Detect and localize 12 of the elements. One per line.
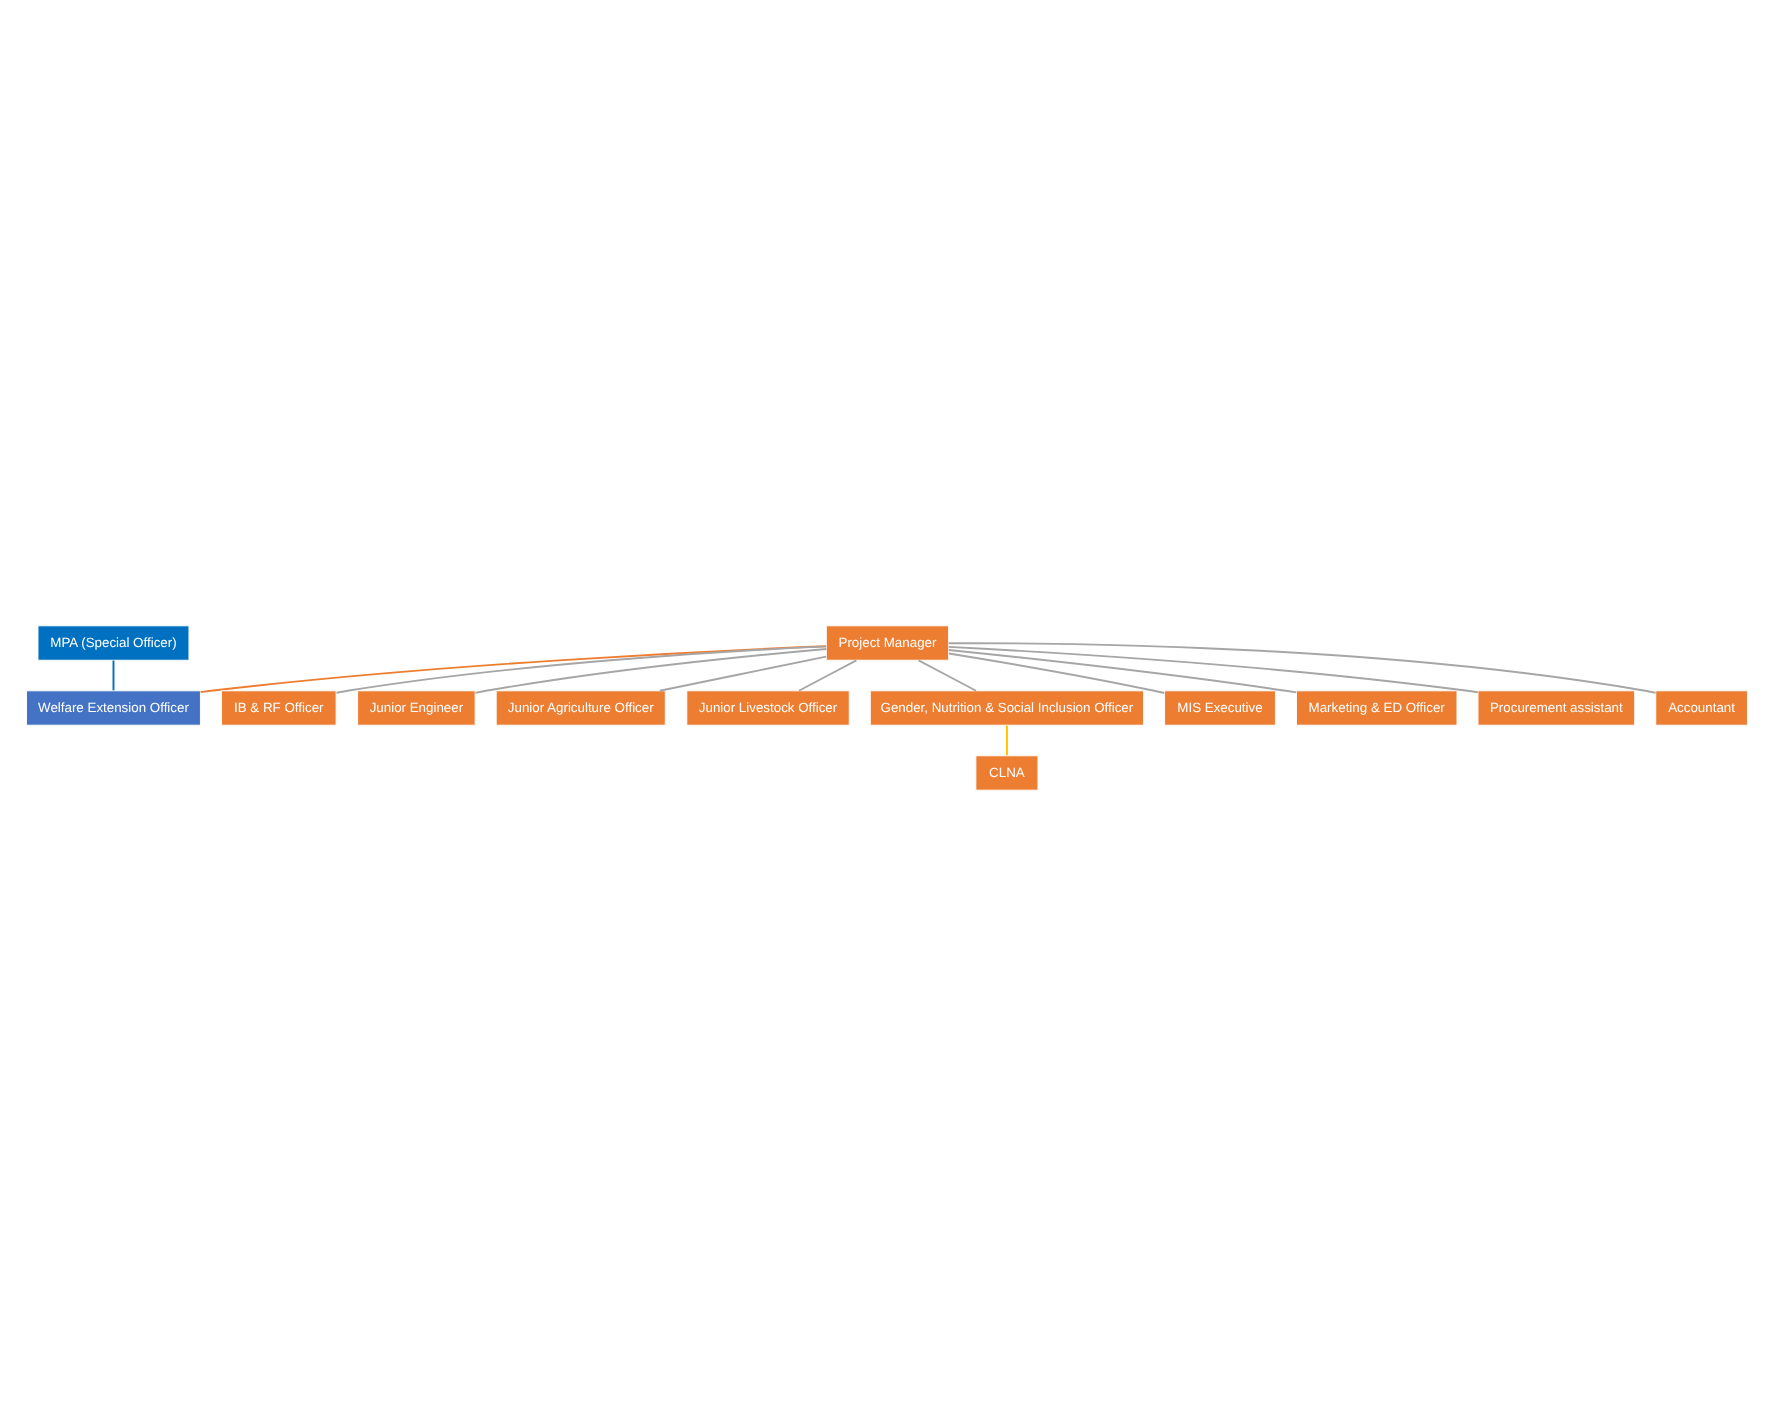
connector	[947, 641, 1657, 693]
connector	[658, 654, 828, 691]
connector	[798, 658, 858, 691]
connector	[1005, 723, 1008, 756]
connector	[112, 658, 115, 691]
connector	[917, 658, 977, 691]
connector	[947, 648, 1298, 693]
connector	[199, 644, 828, 693]
connector	[947, 644, 1479, 693]
connector	[947, 651, 1166, 693]
connector	[474, 647, 828, 693]
connector	[335, 644, 827, 693]
